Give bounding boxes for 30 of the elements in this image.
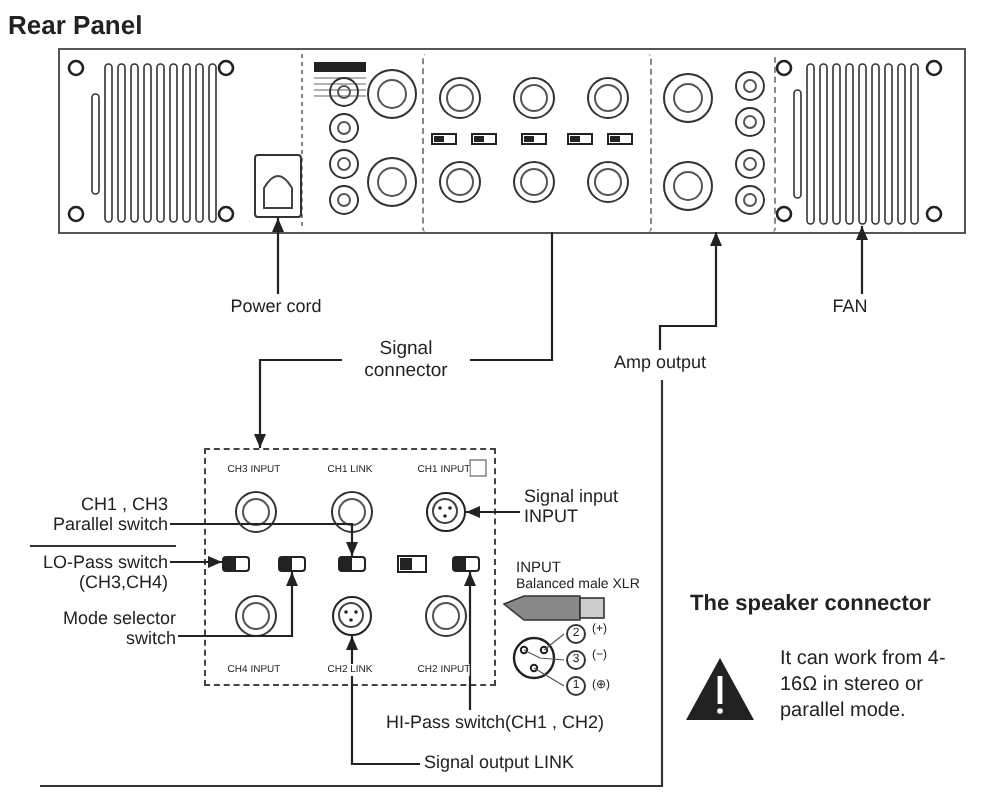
leader-line [464, 572, 476, 710]
xlr-connector [426, 492, 466, 532]
callout-label: HI-Pass switch(CH1 , CH2) [386, 712, 610, 736]
leader-line [170, 556, 222, 568]
callout-label: LO-Pass switch (CH3,CH4) [20, 552, 168, 596]
leader-line [170, 522, 358, 556]
callout-label: Signal input INPUT [524, 486, 656, 530]
heading: The speaker connector [690, 592, 931, 616]
leader-line [346, 636, 420, 766]
leader-line [856, 226, 868, 294]
leader-line [178, 572, 298, 638]
power-inlet [254, 154, 302, 218]
callout-label: Signal output LINK [424, 752, 604, 776]
callout-label: Power cord [200, 296, 352, 320]
callout-label: CH1 , CH3 Parallel switch [20, 494, 168, 538]
leader-line [272, 218, 284, 294]
callout-label: Mode selector switch [28, 608, 176, 652]
heading: Rear Panel [8, 10, 143, 40]
slide-switch [278, 556, 306, 572]
leader-line [658, 232, 722, 350]
xlr-connector [332, 596, 372, 636]
note: It can work from 4-16Ω in stereo or parallel mode. [780, 646, 948, 724]
callout-label: Amp output [596, 352, 724, 376]
leader-line [466, 506, 520, 518]
slide-switch [452, 556, 480, 572]
callout-label: FAN [816, 296, 884, 320]
slide-switch [222, 556, 250, 572]
rear-panel-drawing [58, 48, 966, 234]
signal-connector-panel [422, 54, 652, 232]
slide-switch [338, 556, 366, 572]
